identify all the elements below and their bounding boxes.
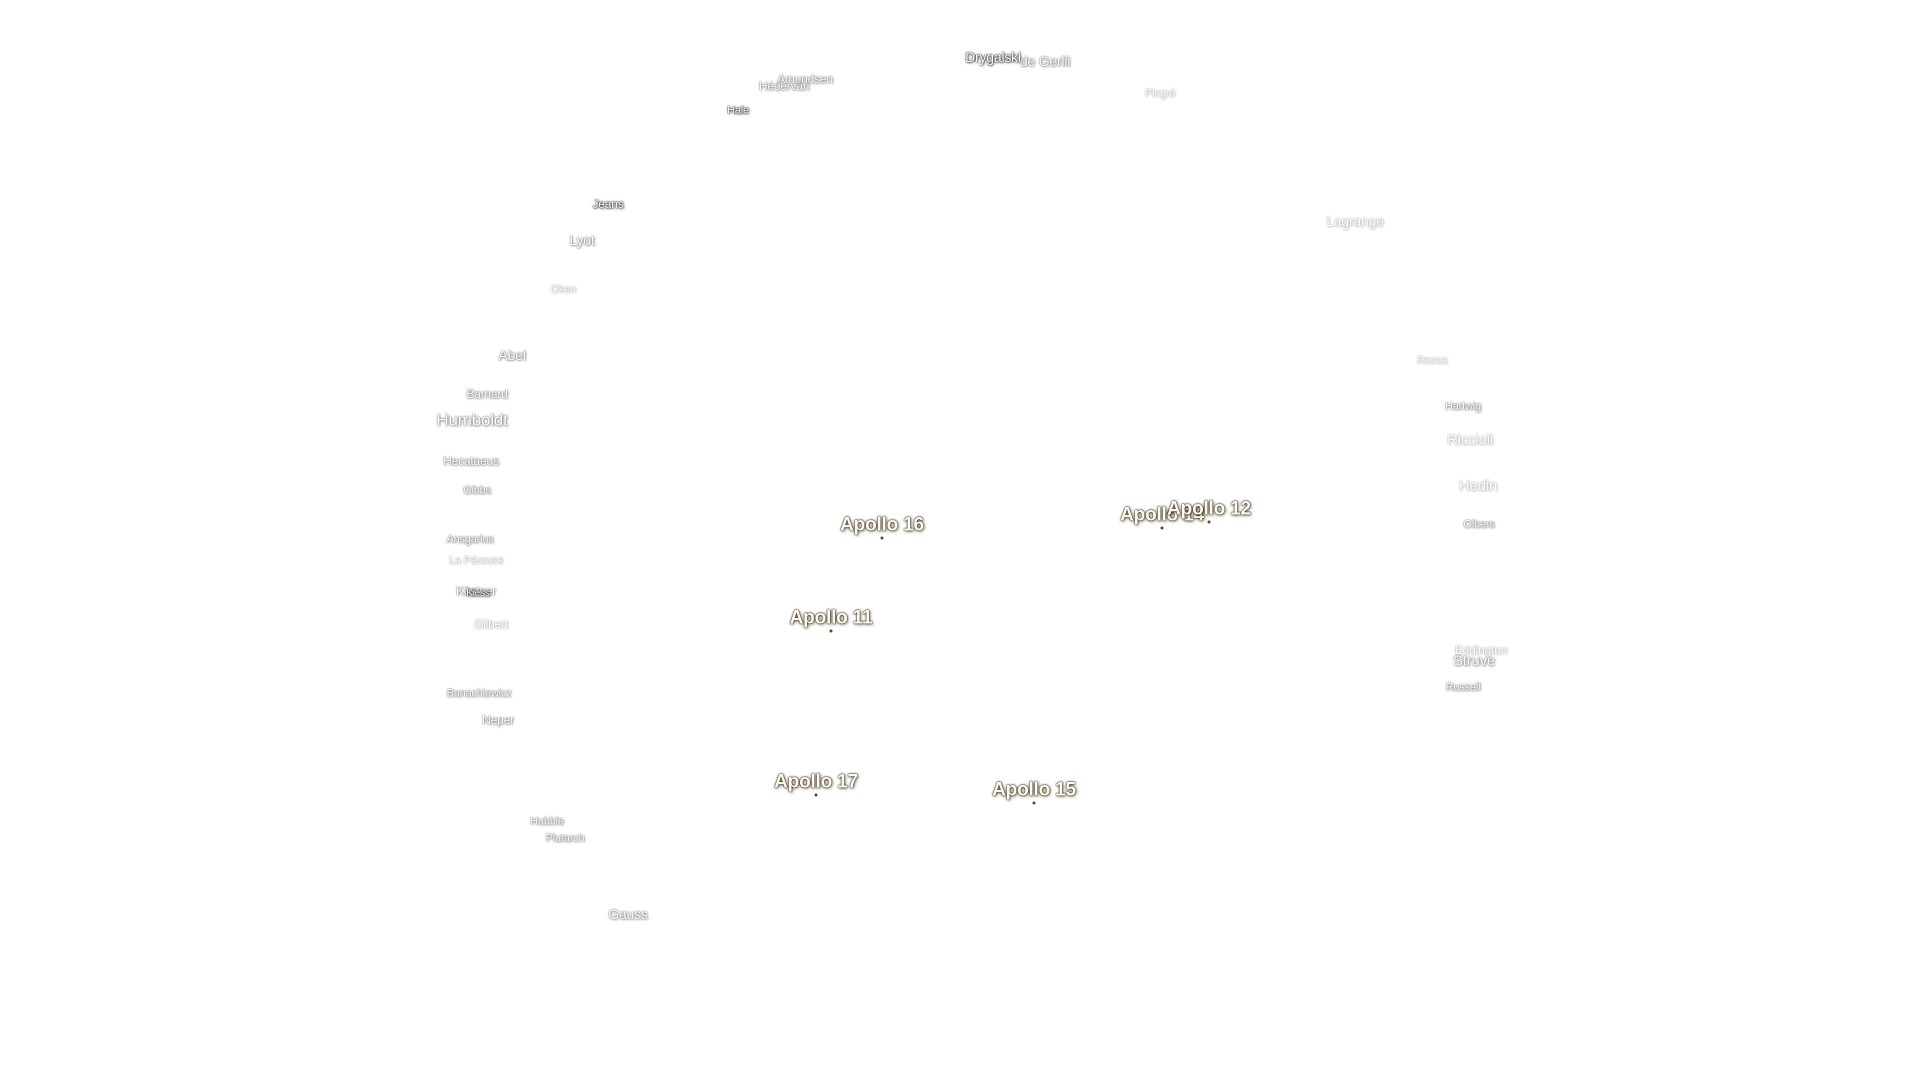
crater-label-hedervari: Hédervári — [758, 79, 810, 93]
crater-label-hale: Hale — [727, 104, 749, 117]
crater-label-de-gerlii: de Gerlii — [1019, 53, 1071, 69]
crater-label-barnard: Barnard — [466, 387, 508, 401]
crater-label-hecataeus: Hecataeus — [443, 454, 499, 468]
crater-label-gibbs: Gibbs — [463, 484, 491, 497]
crater-label-olbers: Olbers — [1463, 518, 1495, 531]
apollo-11-label[interactable]: Apollo 11 — [789, 607, 873, 629]
crater-label-banachiewicz: Banachiewicz — [446, 687, 512, 700]
crater-label-abel: Abel — [498, 347, 526, 363]
apollo-15-site-marker[interactable] — [1032, 801, 1036, 805]
crater-label-hartwig: Hartwig — [1445, 400, 1481, 413]
crater-label-amundsen: Amundsen — [777, 72, 833, 86]
crater-label-gilbert: Gilbert — [474, 617, 508, 631]
apollo-15-label[interactable]: Apollo 15 — [992, 779, 1076, 801]
apollo-11-site-marker[interactable] — [829, 629, 833, 633]
apollo-17-site-marker[interactable] — [814, 793, 818, 797]
crater-label-la-perouse: La Pérouse — [448, 554, 504, 567]
apollo-12-label[interactable]: Apollo 12 — [1167, 498, 1251, 520]
crater-label-hubble: Hubble — [530, 815, 564, 828]
crater-label-gauss: Gauss — [608, 906, 648, 922]
apollo-16-label[interactable]: Apollo 16 — [840, 514, 924, 536]
crater-label-oken: Oken — [550, 283, 576, 296]
crater-label-eddington: Eddington — [1454, 643, 1508, 657]
crater-label-lyot: Lyot — [569, 232, 595, 248]
crater-label-lagrange: Lagrange — [1326, 213, 1384, 229]
crater-label-kastner: Kästner — [456, 584, 496, 598]
crater-label-neper: Neper — [482, 713, 514, 727]
crater-label-plutarch: Plutarch — [545, 832, 585, 845]
crater-label-pingre: Pingré — [1144, 87, 1176, 100]
apollo-12-site-marker[interactable] — [1207, 520, 1211, 524]
crater-label-hedin: Hedin — [1458, 477, 1498, 495]
crater-label-kiess: Kiess — [466, 588, 490, 599]
crater-label-ansgarius: Ansgarius — [446, 533, 494, 546]
crater-label-struve: Struve — [1452, 652, 1496, 670]
crater-label-humboldt: Humboldt — [436, 410, 508, 430]
crater-label-russell: Russell — [1445, 681, 1481, 694]
apollo-14-site-marker[interactable] — [1160, 526, 1164, 530]
apollo-16-site-marker[interactable] — [880, 536, 884, 540]
apollo-17-label[interactable]: Apollo 17 — [774, 771, 858, 793]
crater-label-riccioli: Riccioli — [1447, 431, 1493, 449]
apollo-14-label[interactable]: Apollo 14 — [1120, 504, 1204, 526]
crater-label-jeans: Jeans — [592, 197, 624, 211]
crater-label-drygalski: Drygalski — [965, 49, 1021, 65]
crater-label-rocca: Rocca — [1416, 354, 1448, 367]
